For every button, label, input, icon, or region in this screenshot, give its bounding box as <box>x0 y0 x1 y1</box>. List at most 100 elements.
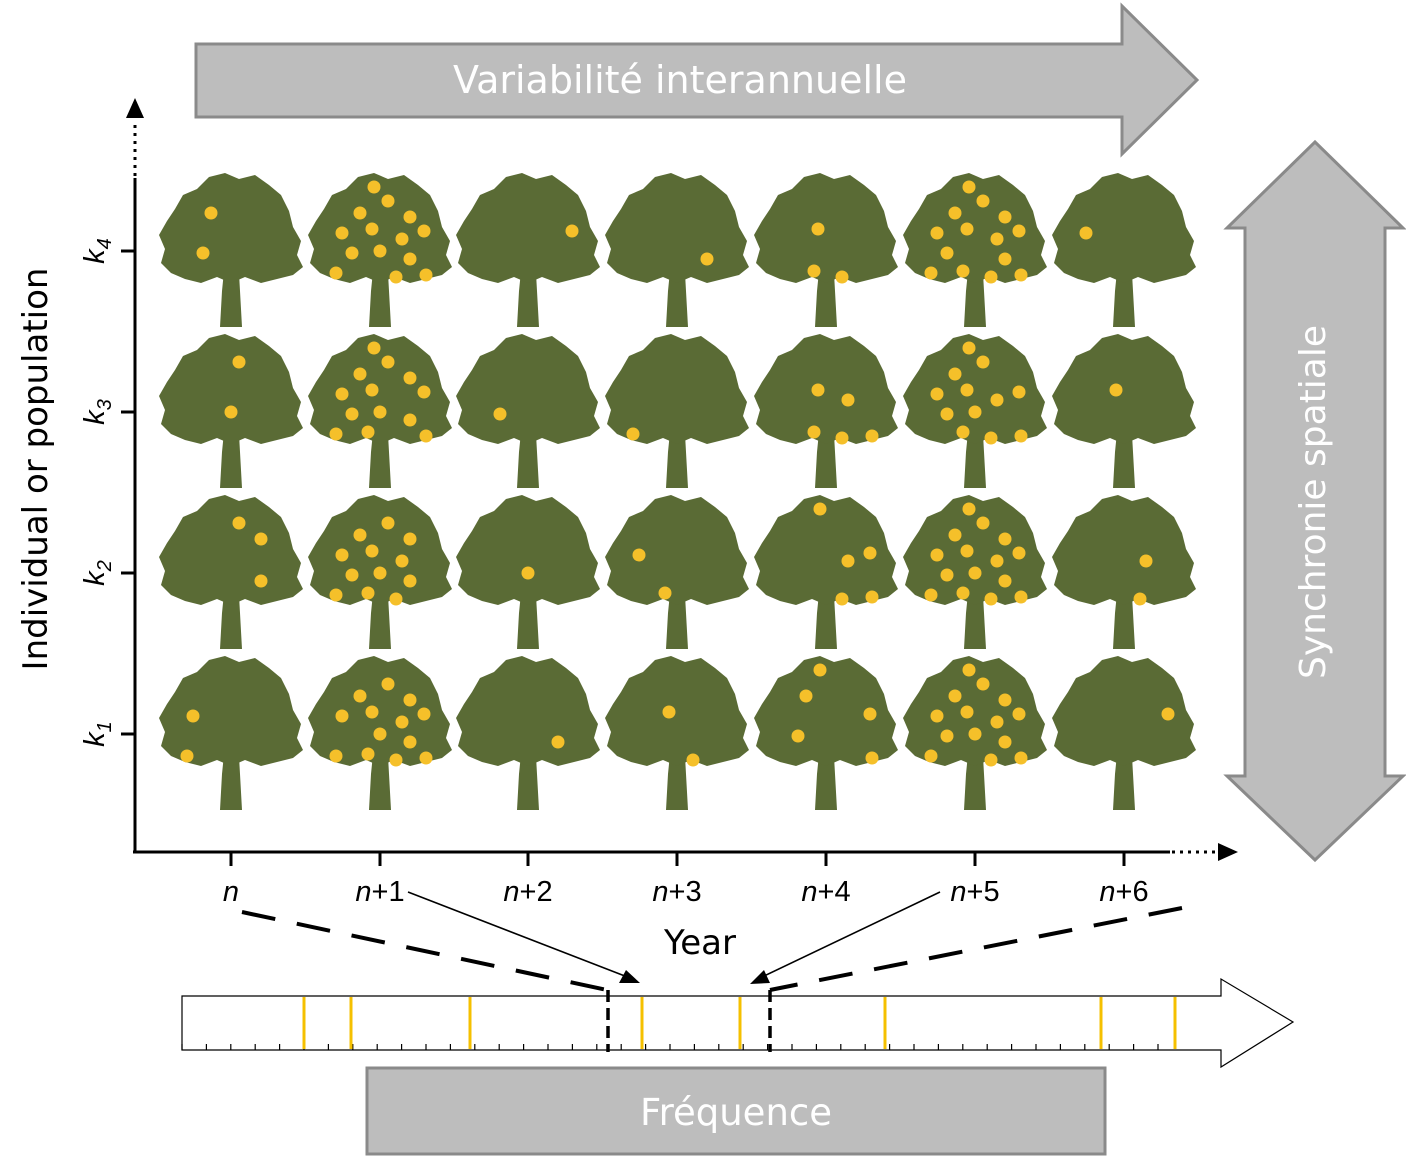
fruit <box>960 544 974 558</box>
fruit <box>799 689 813 703</box>
event-timeline <box>181 977 1295 1069</box>
fruit <box>841 554 855 568</box>
y-axis-title: Individual or population <box>16 268 56 671</box>
fruit <box>998 693 1012 707</box>
fruit <box>990 715 1004 729</box>
fruit <box>990 393 1004 407</box>
fruit <box>373 566 387 580</box>
tree <box>308 656 452 810</box>
tree <box>456 656 600 810</box>
tree <box>308 495 452 649</box>
fruit <box>976 355 990 369</box>
fruit <box>417 385 431 399</box>
fruit <box>419 268 433 282</box>
fruit <box>180 749 194 763</box>
fruit <box>417 224 431 238</box>
fruit <box>367 180 381 194</box>
fruit <box>329 749 343 763</box>
fruit <box>419 751 433 765</box>
fruit <box>389 270 403 284</box>
fruit <box>835 270 849 284</box>
fruit <box>419 429 433 443</box>
fruit <box>1014 429 1028 443</box>
fruit <box>976 516 990 530</box>
fruit <box>807 425 821 439</box>
fruit <box>335 226 349 240</box>
tree <box>903 334 1047 488</box>
fruit <box>984 592 998 606</box>
fruit <box>956 586 970 600</box>
fruit <box>403 252 417 266</box>
fruit <box>930 226 944 240</box>
fruit <box>232 355 246 369</box>
fruit <box>924 588 938 602</box>
fruit <box>968 566 982 580</box>
fruit <box>551 735 565 749</box>
tree <box>456 173 600 327</box>
fruit <box>956 425 970 439</box>
tree <box>754 656 898 810</box>
tree <box>159 173 303 327</box>
fruit <box>807 264 821 278</box>
fruit <box>365 705 379 719</box>
fruit <box>493 407 507 421</box>
fruit <box>686 753 700 767</box>
interannual-variability-banner: Variabilité interannuelle <box>194 2 1200 158</box>
tree <box>754 334 898 488</box>
fruit <box>1012 707 1026 721</box>
fruit <box>521 566 535 580</box>
fruit <box>956 264 970 278</box>
fruit <box>835 431 849 445</box>
pointer-arrowhead-right <box>750 970 770 984</box>
tree <box>308 173 452 327</box>
fruit <box>1014 268 1028 282</box>
fruit <box>960 383 974 397</box>
fruit <box>976 677 990 691</box>
fruit <box>940 729 954 743</box>
tree <box>903 173 1047 327</box>
interannual-variability-label: Variabilité interannuelle <box>453 58 907 102</box>
fruit <box>940 568 954 582</box>
fruit <box>403 532 417 546</box>
frequency-label: Fréquence <box>640 1091 832 1134</box>
fruit <box>940 407 954 421</box>
fruit <box>984 753 998 767</box>
fruit <box>361 747 375 761</box>
fruit <box>948 367 962 381</box>
fruit <box>948 689 962 703</box>
fruit <box>998 574 1012 588</box>
fruit <box>381 516 395 530</box>
y-tick-label: k3 <box>79 399 116 425</box>
x-tick-label: n+1 <box>355 876 404 908</box>
fruit <box>632 548 646 562</box>
fruit <box>976 194 990 208</box>
fruit <box>367 341 381 355</box>
tree <box>308 334 452 488</box>
fruit <box>1014 590 1028 604</box>
fruit <box>345 568 359 582</box>
fruit <box>924 266 938 280</box>
fruit <box>365 383 379 397</box>
fruit <box>403 210 417 224</box>
timeline-arrow <box>181 977 1295 1069</box>
fruit <box>381 194 395 208</box>
fruit <box>395 554 409 568</box>
x-tick-label: n+4 <box>801 876 850 908</box>
fruit <box>998 735 1012 749</box>
fruit <box>662 705 676 719</box>
pointer-arrow-left <box>407 891 631 979</box>
fruit <box>335 387 349 401</box>
tree <box>1052 334 1196 488</box>
tree <box>903 656 1047 810</box>
fruit <box>353 367 367 381</box>
axes: Individual or population Year <box>16 98 1238 963</box>
fruit <box>232 516 246 530</box>
fruit <box>930 548 944 562</box>
fruit <box>1139 554 1153 568</box>
zoom-connectors <box>241 891 1183 992</box>
fruit <box>968 727 982 741</box>
tree <box>754 173 898 327</box>
fruit <box>962 341 976 355</box>
